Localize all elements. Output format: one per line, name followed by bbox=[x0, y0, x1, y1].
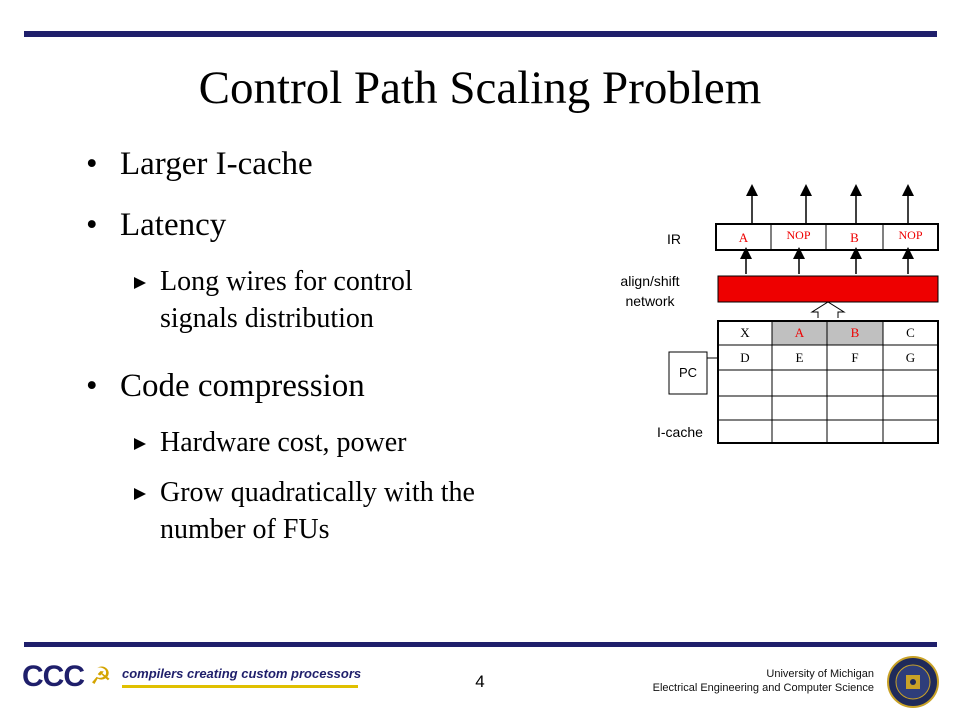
ir-cell: NOP bbox=[786, 228, 811, 242]
sub-bullet-line: Long wires for control bbox=[160, 266, 413, 297]
hammer-sickle-icon: ☭ bbox=[90, 664, 112, 690]
icache-cell: D bbox=[740, 350, 750, 365]
icache-cell: A bbox=[794, 325, 805, 340]
tagline-underline bbox=[122, 685, 358, 688]
ccc-logo-text: CCC bbox=[22, 660, 85, 693]
page-title: Control Path Scaling Problem bbox=[198, 62, 762, 114]
align-shift-network bbox=[717, 275, 939, 303]
sub-bullet-line: Grow quadratically with the bbox=[160, 477, 475, 508]
page-number: 4 bbox=[475, 672, 485, 691]
sub-bullet-hardware-cost: Hardware cost, power bbox=[134, 424, 600, 461]
network-to-ir-arrows bbox=[740, 247, 914, 274]
triangle-bullet-icon bbox=[134, 438, 146, 450]
sub-bullet-long-wires: Long wires for control signals distribut… bbox=[134, 263, 580, 337]
ir-cell: A bbox=[738, 230, 749, 245]
ccc-tagline: compilers creating custom processors bbox=[122, 666, 362, 681]
pc-label: PC bbox=[678, 365, 698, 380]
top-rule bbox=[24, 31, 937, 37]
icache-cell: F bbox=[851, 350, 859, 365]
ir-cell: B bbox=[850, 230, 859, 245]
department-name: Electrical Engineering and Computer Scie… bbox=[652, 682, 874, 694]
sub-bullet-grow-quadratically: Grow quadratically with the number of FU… bbox=[134, 474, 600, 548]
ir-label: IR bbox=[667, 231, 681, 247]
network-label-line: align/shift bbox=[620, 273, 680, 289]
sub-bullet-line: number of FUs bbox=[160, 514, 330, 545]
sub-bullet-line: Hardware cost, power bbox=[160, 427, 407, 458]
university-name: University of Michigan bbox=[766, 668, 874, 680]
bottom-rule bbox=[24, 642, 937, 647]
icache-cell: G bbox=[905, 350, 916, 365]
ccc-logo: CCC ☭ compilers creating custom processo… bbox=[22, 660, 361, 696]
network-label-line: network bbox=[625, 293, 675, 309]
ir-register bbox=[715, 223, 939, 251]
icache-table bbox=[717, 320, 939, 444]
sub-bullet-line: signals distribution bbox=[160, 303, 374, 334]
pc-box bbox=[668, 351, 708, 395]
icache-cell: E bbox=[795, 350, 804, 365]
triangle-bullet-icon bbox=[134, 488, 146, 500]
bullet-text: Larger I-cache bbox=[120, 146, 313, 182]
bullet-text: Code compression bbox=[120, 368, 365, 404]
university-seal-icon bbox=[887, 656, 939, 708]
icache-cell: B bbox=[850, 325, 860, 340]
icache-label: I-cache bbox=[657, 424, 703, 440]
icache-cell: C bbox=[906, 325, 915, 340]
triangle-bullet-icon bbox=[134, 277, 146, 289]
ir-output-arrows bbox=[746, 184, 914, 223]
bullet-text: Latency bbox=[120, 207, 227, 243]
network-label: align/shift network bbox=[590, 271, 710, 311]
icache-cell: X bbox=[740, 325, 750, 340]
icache-to-network-arrow bbox=[810, 301, 846, 318]
university-info: University of Michigan Electrical Engine… bbox=[653, 667, 874, 695]
ir-cell: NOP bbox=[898, 228, 923, 242]
